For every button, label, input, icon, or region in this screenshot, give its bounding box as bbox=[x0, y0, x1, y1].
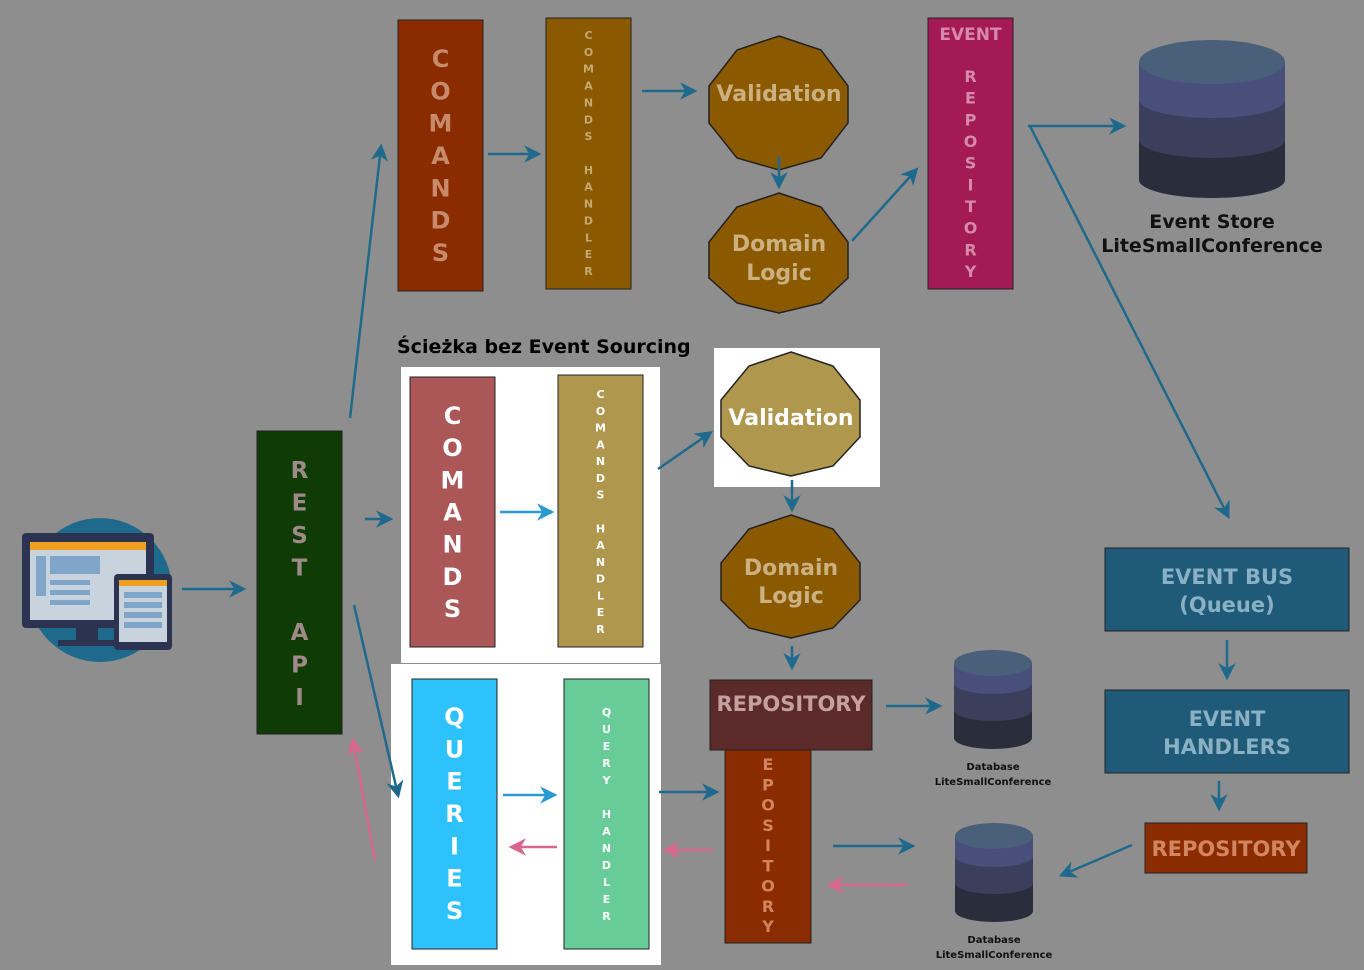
top-domain-logic-line1: Domain bbox=[732, 232, 826, 257]
monitor-tablet-icon bbox=[22, 518, 172, 662]
mid-database-line1: Database bbox=[966, 762, 1019, 773]
event-side-repository-block[interactable]: REPOSITORY bbox=[1144, 822, 1308, 874]
mid-repository-label: REPOSITORY bbox=[716, 692, 866, 716]
arrow-repository-to-query-database-side bbox=[1058, 843, 1133, 878]
event-store-database bbox=[1139, 40, 1285, 198]
event-handlers-block[interactable]: EVENT HANDLERS bbox=[1104, 689, 1350, 774]
mid-domain-logic-line1: Domain bbox=[744, 556, 838, 581]
mid-domain-logic-line2: Logic bbox=[758, 584, 823, 609]
query-database bbox=[955, 823, 1033, 922]
event-handlers-line1: EVENT bbox=[1189, 707, 1267, 731]
event-bus-line1: EVENT BUS bbox=[1161, 565, 1293, 589]
mid-domain-logic-node[interactable]: Domain Logic bbox=[720, 514, 861, 639]
arrow-top-logic-to-event-repo bbox=[851, 167, 919, 242]
arrows bbox=[182, 82, 1236, 894]
mid-database-line2: LiteSmallConference bbox=[935, 777, 1052, 788]
top-validation-node[interactable]: Validation bbox=[708, 35, 849, 171]
event-bus-block[interactable]: EVENT BUS (Queue) bbox=[1104, 547, 1350, 632]
event-side-repository-label: REPOSITORY bbox=[1151, 837, 1301, 861]
event-store-line1: Event Store bbox=[1149, 211, 1275, 233]
query-database-line1: Database bbox=[967, 935, 1020, 946]
arrow-api-to-top-commands bbox=[348, 143, 389, 419]
no-event-sourcing-title: Ścieżka bez Event Sourcing bbox=[397, 334, 691, 358]
mid-validation-node[interactable]: Validation bbox=[720, 351, 861, 477]
arrow-mid-handler-to-validation bbox=[657, 431, 713, 471]
event-repository-title: EVENT bbox=[939, 25, 1002, 45]
event-store-line2: LiteSmallConference bbox=[1101, 235, 1323, 257]
mid-validation-label: Validation bbox=[728, 406, 853, 431]
arrow-queries-to-api bbox=[346, 737, 377, 861]
event-handlers-line2: HANDLERS bbox=[1163, 735, 1291, 759]
top-validation-label: Validation bbox=[716, 82, 841, 107]
event-bus-line2: (Queue) bbox=[1179, 593, 1274, 617]
mid-database bbox=[954, 650, 1032, 749]
arrow-event-repo-to-bus bbox=[1028, 125, 1230, 520]
top-domain-logic-node[interactable]: Domain Logic bbox=[708, 192, 849, 314]
query-database-line2: LiteSmallConference bbox=[936, 950, 1053, 961]
top-domain-logic-line2: Logic bbox=[746, 261, 811, 286]
arrow-api-to-queries bbox=[352, 604, 404, 799]
